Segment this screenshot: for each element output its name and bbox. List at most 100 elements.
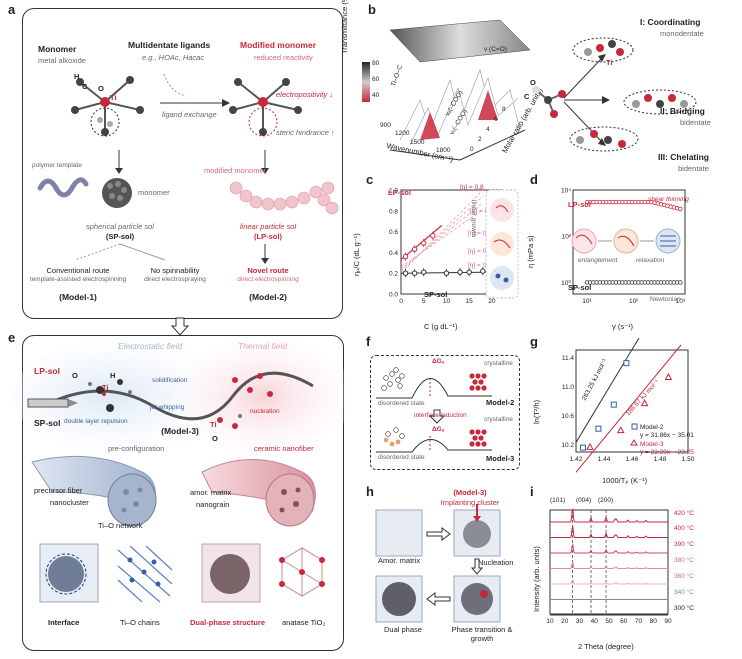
i-temp-340: 340 °C xyxy=(674,589,694,596)
e-lp-sol-label: LP-sol xyxy=(34,366,60,376)
d-xlabel: γ̇ (s⁻¹) xyxy=(612,322,634,331)
precursor-fiber-illustration xyxy=(31,455,157,527)
ligand-exchange-label: ligand exchange xyxy=(162,110,217,119)
g-point-model3 xyxy=(616,426,625,434)
b-xtick-1200: 1200 xyxy=(395,130,410,137)
tio-chains-lattice xyxy=(117,545,173,603)
modified-title: Modified monomer xyxy=(240,40,317,50)
b-c-atom: C xyxy=(524,92,530,101)
g-point-model2 xyxy=(595,425,602,432)
c-point xyxy=(402,253,409,260)
c-ref-line xyxy=(400,209,484,268)
d-xtick: 10¹ xyxy=(582,298,592,305)
mode-1-label: I: Coordinating xyxy=(640,17,701,27)
g-ytick: 11.4 xyxy=(562,355,575,362)
c-kh-06: [η] = 0.6 xyxy=(468,230,492,237)
i-ylabel: Intensity (arb. units) xyxy=(532,546,541,612)
i-pattern-line xyxy=(550,543,668,554)
g-ytick: 10.2 xyxy=(561,442,574,449)
novel-route-label: Novel route xyxy=(247,266,289,275)
c-point xyxy=(411,270,418,276)
c-point xyxy=(457,269,463,275)
e-o-atom: O xyxy=(72,371,78,380)
precursor-fiber-label: precursor fiber xyxy=(34,486,83,495)
panel-b-label: b xyxy=(368,2,376,17)
mode-1-sub: monodentate xyxy=(660,29,704,38)
b-ztick-6: 6 xyxy=(494,116,498,123)
h-atom-label: H xyxy=(74,72,80,81)
modified-monomer-small-label: modified monomer xyxy=(204,166,267,175)
g-xtick: 1.46 xyxy=(626,456,639,463)
lp-sol-arrow xyxy=(261,244,269,264)
lp-sol-abbr: (LP-sol) xyxy=(254,232,282,241)
i-xtick: 10 xyxy=(546,618,554,625)
c-point xyxy=(480,268,486,274)
i-xtick: 80 xyxy=(650,618,658,625)
f-disordered-2: disordered state xyxy=(378,454,425,461)
i-temp-400: 400 °C xyxy=(674,525,694,532)
i-temp-390: 390 °C xyxy=(674,541,694,548)
panel-f-label: f xyxy=(366,334,371,349)
colorbar-tick-60: 60 xyxy=(372,76,380,83)
c-atom-label: C xyxy=(82,82,88,91)
g-point-model2 xyxy=(580,444,586,451)
electropositivity-label: electropositivity ↓ xyxy=(276,90,334,99)
ceramic-nanofiber-label: ceramic nanofiber xyxy=(254,444,314,453)
mode1-ti-atom: Ti xyxy=(606,58,613,67)
g-xtick: 1.44 xyxy=(598,456,611,463)
i-peak-004: (004) xyxy=(576,497,592,504)
d-newtonian-label: Newtonian xyxy=(650,296,681,303)
spherical-particle-icon xyxy=(102,178,132,208)
c-ytick: 0.8 xyxy=(389,208,398,215)
double-layer-label: double layer repulsion xyxy=(64,418,128,425)
c-ref-line xyxy=(400,196,484,272)
g-point-model3 xyxy=(664,372,673,380)
g-fit-model2 xyxy=(575,337,640,443)
panel-g-label: g xyxy=(530,334,538,349)
ftir-3d-surface xyxy=(389,19,531,161)
ligand-to-exchange-arrow xyxy=(163,73,187,97)
c-point xyxy=(421,269,427,275)
c-inset-illustration xyxy=(485,189,519,299)
e-sp-sol-label: SP-sol xyxy=(34,418,61,428)
colorbar-tick-40: 40 xyxy=(372,92,380,99)
i-temp-300: 300 °C xyxy=(674,605,694,612)
d-xtick: 10² xyxy=(629,298,639,305)
g-point-model3 xyxy=(586,442,594,450)
d-relax-label: relaxation xyxy=(636,257,665,264)
d-entangle-label: entanglement xyxy=(578,257,618,264)
mode-3-sub: bidentate xyxy=(678,164,709,173)
acetate-molecule xyxy=(532,86,566,118)
g-ylabel: ln(T²/h) xyxy=(532,399,541,424)
d-point xyxy=(678,280,683,285)
d-ytick: 10² xyxy=(562,234,572,241)
model-1-label: (Model-1) xyxy=(59,292,97,302)
mode-2-molecule xyxy=(623,89,697,115)
f-dg-1: ΔGₐ xyxy=(432,358,445,365)
lp-sol-label: linear particle sol xyxy=(239,222,297,231)
c-ytick: 1.0 xyxy=(389,188,398,195)
monomer-title: Monomer xyxy=(38,44,77,54)
f-interface-induction: interface induction xyxy=(414,412,467,419)
i-plot-frame xyxy=(549,509,669,615)
c-ytick: 0.0 xyxy=(389,292,398,299)
d-ytick: 10⁰ xyxy=(561,279,571,287)
c-xtick: 20 xyxy=(488,298,496,305)
c-point xyxy=(411,246,418,252)
i-pattern-line xyxy=(550,579,668,585)
panel-d-label: d xyxy=(530,172,538,187)
down-arrow-right xyxy=(261,150,269,174)
g-legend-marker-model3 xyxy=(630,439,638,446)
colorbar xyxy=(362,62,370,102)
conventional-route-sub: template-assisted electrospinning xyxy=(29,276,127,283)
i-xtick: 40 xyxy=(591,618,599,625)
d-point xyxy=(678,206,683,212)
f-energy-diagrams xyxy=(376,367,492,453)
i-pattern-line xyxy=(550,507,668,523)
i-peak-200: (200) xyxy=(598,497,614,504)
interface-label: Interface xyxy=(48,618,80,627)
e-ti-atom: Ti xyxy=(102,383,109,392)
i-xtick: 30 xyxy=(576,618,584,625)
